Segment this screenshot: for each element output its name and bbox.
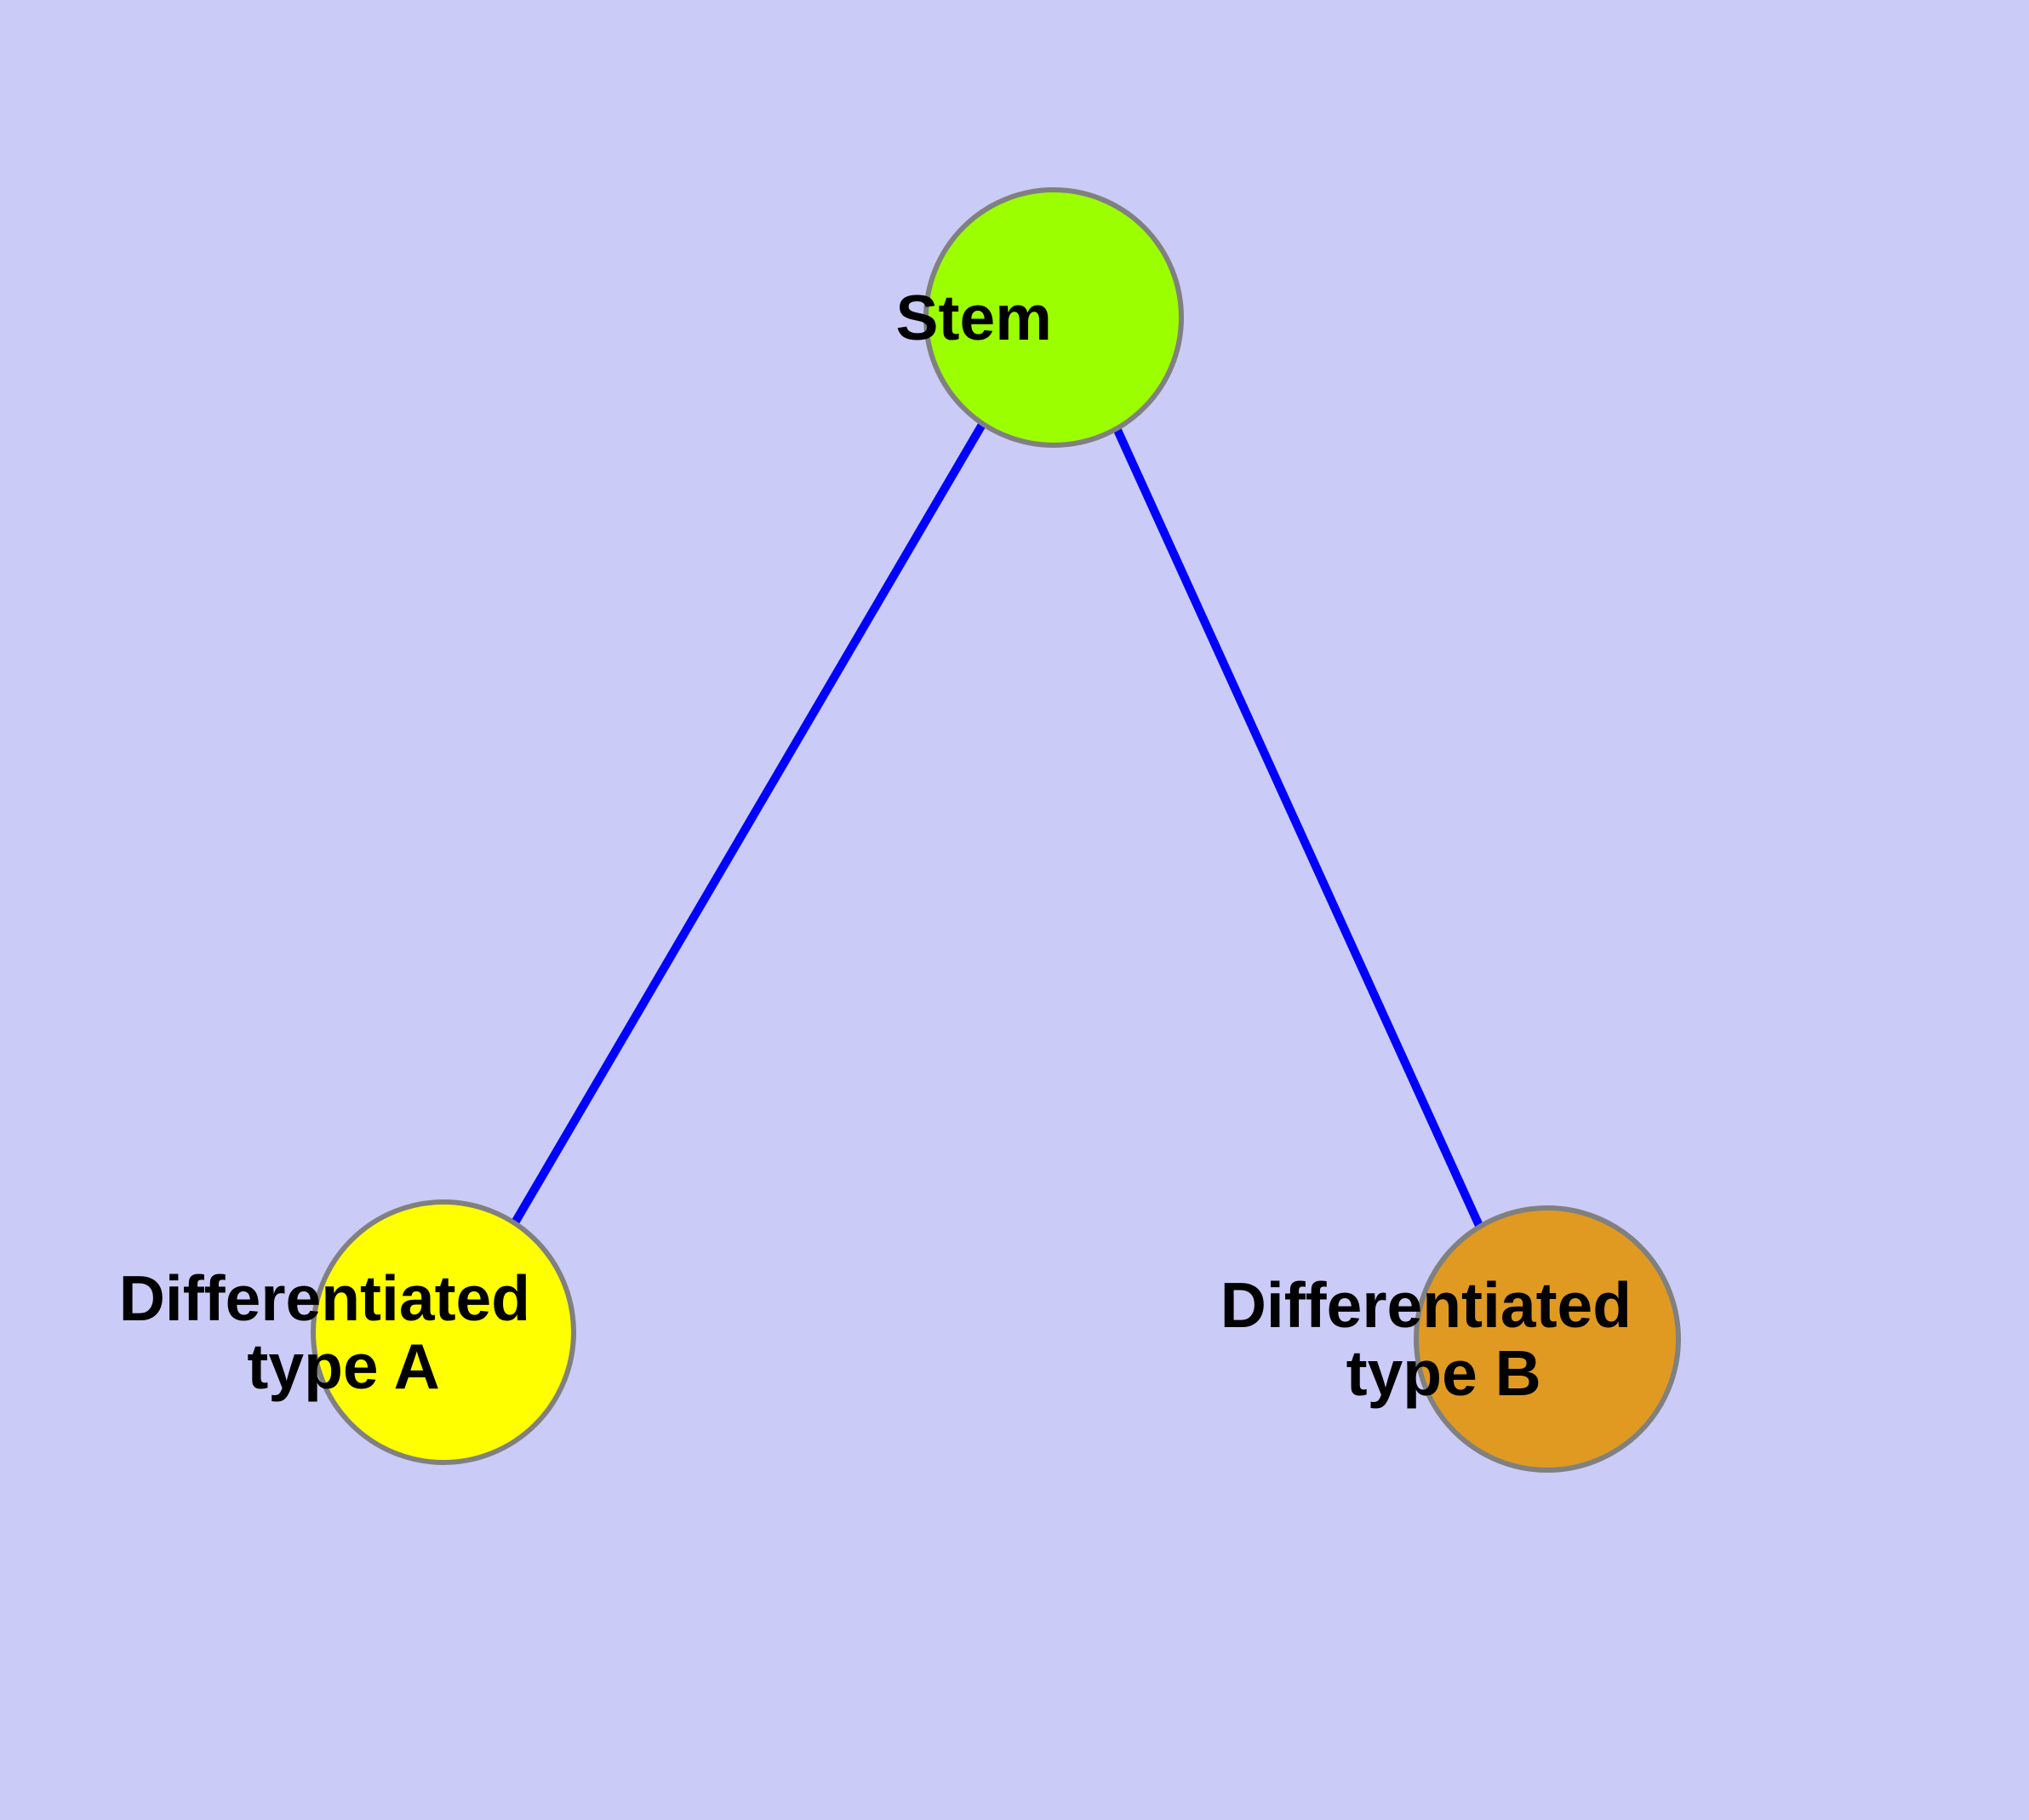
node-stem[interactable]: Stem xyxy=(896,0,1212,448)
node-differentiated-type-a-label: Differentiated type A xyxy=(119,0,726,1402)
edge-layer xyxy=(510,421,1484,1230)
node-differentiated-type-a-circle[interactable] xyxy=(311,1199,576,1465)
node-stem-label: Stem xyxy=(896,0,1212,353)
node-differentiated-type-b-label: Differentiated type B xyxy=(1220,0,1827,1409)
edge-stem-to-differentiated-type-a[interactable] xyxy=(510,421,987,1227)
node-differentiated-type-a-label-line2: type A xyxy=(247,1331,438,1402)
node-differentiated-type-b-label-line2: type B xyxy=(1346,1337,1541,1409)
node-differentiated-type-b-label-line1: Differentiated xyxy=(1220,1269,1632,1341)
edge-stem-to-differentiated-type-b[interactable] xyxy=(1112,426,1484,1230)
node-stem-label-line1: Stem xyxy=(896,282,1052,353)
node-differentiated-type-b-circle[interactable] xyxy=(1414,1205,1681,1473)
node-differentiated-type-b[interactable]: Differentiated type B xyxy=(1220,0,1827,1473)
node-stem-circle[interactable] xyxy=(923,187,1184,448)
node-differentiated-type-a-label-line1: Differentiated xyxy=(119,1262,530,1334)
node-layer: Stem Differentiated type A Differentiate… xyxy=(119,0,1827,1473)
node-differentiated-type-a[interactable]: Differentiated type A xyxy=(119,0,726,1465)
